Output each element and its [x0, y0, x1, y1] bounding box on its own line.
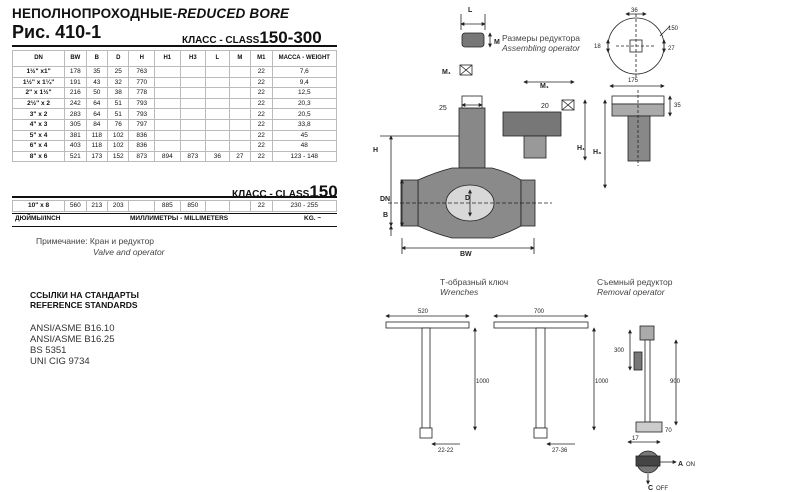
units-inch: ДЮЙМЫ/INCH [15, 215, 61, 222]
figure-number: Рис. 410-1 [12, 22, 102, 42]
dim-label-520: 520 [418, 309, 429, 315]
dim-label-18: 18 [594, 44, 601, 50]
label-on: ON [686, 462, 695, 468]
dim-label-l: L [468, 7, 473, 14]
column-header: H3 [179, 50, 207, 67]
note-ru: Примечание: Кран и редуктор [36, 236, 155, 246]
dim-label-27: 27 [668, 46, 675, 52]
flange-side-view [609, 84, 672, 166]
dim-label-36: 36 [631, 8, 638, 14]
divider [12, 196, 337, 198]
dim-label-70: 70 [665, 428, 672, 434]
wrench-drawing-520 [385, 314, 477, 446]
dim-label-m1: M₁ [442, 69, 451, 76]
dim-label-175: 175 [628, 78, 639, 84]
gear-operator-drawing [502, 80, 607, 189]
handwheel-top-view [606, 12, 671, 78]
dim-label-bw: BW [460, 251, 472, 258]
table-cell: 123 - 148 [271, 150, 338, 163]
dim-label-35: 35 [674, 103, 681, 109]
valve-drawing [380, 95, 552, 254]
column-header: D [107, 50, 130, 67]
wrench-drawing-700 [493, 314, 596, 446]
column-header: DN [11, 50, 66, 67]
column-header: МАССА - WEIGHT [271, 50, 338, 67]
removal-operator-drawing [627, 325, 678, 485]
standard-item: ANSI/ASME B16.25 [30, 334, 115, 345]
dim-label-150: 150 [668, 26, 679, 32]
reference-standards-list: ANSI/ASME B16.10 ANSI/ASME B16.25 BS 535… [30, 323, 114, 367]
units-mm: МИЛЛИМЕТРЫ - MILLIMETERS [130, 215, 229, 222]
page-title: НЕПОЛНОПРОХОДНЫЕ-REDUCED BORE [12, 6, 290, 21]
dim-label-h3: H₃ [593, 149, 601, 156]
dim-label-h1: H₁ [577, 145, 585, 152]
dim-label-1000: 1000 [476, 379, 490, 385]
dim-label-20: 20 [541, 103, 549, 110]
dim-label-22-22: 22-22 [438, 448, 454, 454]
label-a: A [678, 461, 683, 468]
divider [12, 45, 337, 47]
table-cell: 22 [250, 200, 273, 212]
table-cell: 850 [179, 200, 207, 212]
dim-label-700: 700 [534, 309, 545, 315]
table-cell: 22 [250, 150, 273, 163]
table-cell: 230 - 255 [271, 200, 338, 212]
dim-label-900: 900 [670, 379, 681, 385]
note-en: Valve and operator [93, 247, 165, 257]
dim-label-17: 17 [632, 436, 639, 442]
table-cell: 873 [179, 150, 207, 163]
dim-label-b: B [383, 212, 388, 219]
standard-item: ANSI/ASME B16.10 [30, 323, 115, 334]
class-label-150-300: КЛАСС - CLASS150-300 [182, 28, 322, 47]
dim-label-27-36: 27-36 [552, 448, 568, 454]
dim-label-d: D [465, 195, 470, 202]
standard-item: BS 5351 [30, 345, 67, 356]
reference-standards-title: ССЫЛКИ НА СТАНДАРТЫ REFERENCE STANDARDS [30, 290, 139, 310]
table-cell: 203 [107, 200, 130, 212]
standard-item: UNI CIG 9734 [30, 356, 90, 367]
dim-label-m1: M₁ [540, 83, 549, 90]
column-header: M1 [250, 50, 273, 67]
units-row: ДЮЙМЫ/INCH МИЛЛИМЕТРЫ - MILLIMETERS KG. … [12, 213, 337, 227]
label-c: C [648, 485, 653, 492]
table-cell: 152 [107, 150, 130, 163]
dim-label-dn: DN [380, 196, 390, 203]
dim-label-m: M [494, 39, 500, 46]
operator-key-drawing [459, 14, 492, 76]
dim-label-1000: 1000 [595, 379, 609, 385]
label-off: OFF [656, 486, 668, 492]
dim-label-25: 25 [439, 105, 447, 112]
dim-label-h: H [373, 147, 378, 154]
dim-label-300: 300 [614, 348, 625, 354]
units-kg: KG. ~ [304, 215, 322, 222]
